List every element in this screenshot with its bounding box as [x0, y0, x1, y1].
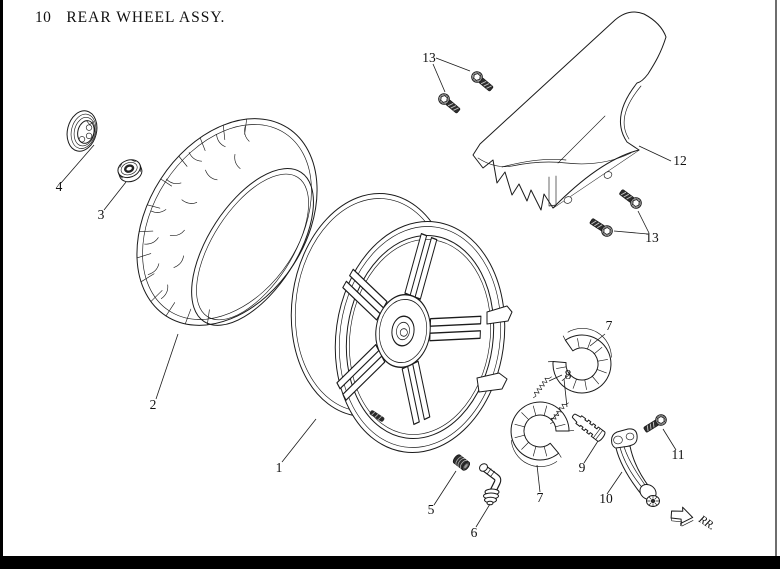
bolt-13-c	[617, 186, 644, 211]
hub-boss	[391, 315, 415, 347]
valve-stem	[479, 463, 502, 506]
callout-13-lower: 13	[645, 230, 659, 245]
bolt-13-d	[587, 215, 615, 239]
callout-7-upper: 7	[606, 318, 613, 333]
wheel-spokes	[336, 232, 482, 426]
hub-cap	[66, 110, 98, 152]
axle-cap	[452, 454, 470, 471]
callout-5: 5	[428, 502, 435, 517]
rear-fender	[472, 11, 667, 211]
page-edge-bottom-bar	[0, 556, 780, 569]
spoke-pad-upper	[486, 305, 513, 325]
brake-shoe-lower	[498, 391, 581, 477]
brake-cam	[571, 413, 606, 442]
bolt-13-a	[469, 69, 496, 94]
tire	[136, 118, 318, 326]
callout-2: 2	[150, 397, 157, 412]
callout-labels: 1 2 3 4 5 6 7 7 8 9 10 11 12 13 13	[56, 50, 687, 540]
bolt-13-b	[436, 91, 463, 116]
fender-lower-band	[552, 149, 640, 209]
leader-lines	[60, 57, 677, 528]
spoke-pad-lower	[476, 372, 508, 393]
page-edge-right-rule	[775, 0, 777, 556]
brake-arm-serrated-end	[646, 495, 660, 507]
flange-nut	[117, 159, 143, 183]
callout-4: 4	[56, 179, 63, 194]
callout-12: 12	[673, 153, 687, 168]
callout-9: 9	[579, 460, 586, 475]
page-title: 10 REAR WHEEL ASSY.	[35, 9, 225, 27]
callout-1: 1	[276, 460, 283, 475]
callout-7-lower: 7	[537, 490, 544, 505]
wheel-rim	[290, 193, 513, 453]
rr-direction-arrow	[670, 506, 694, 527]
callout-13-upper: 13	[422, 50, 436, 65]
brake-arm	[611, 428, 660, 507]
rim-valve	[369, 410, 385, 422]
callout-11: 11	[672, 447, 685, 462]
section-number: 10	[35, 9, 52, 26]
section-title: REAR WHEEL ASSY.	[66, 9, 226, 26]
spring-a	[530, 373, 552, 400]
rr-label: RR.	[696, 513, 718, 533]
tire-tread-ticks	[136, 118, 248, 326]
callout-3: 3	[98, 207, 105, 222]
callout-8: 8	[565, 367, 572, 382]
page-edge-left-bar	[0, 0, 3, 569]
callout-10: 10	[599, 491, 613, 506]
callout-6: 6	[471, 525, 478, 540]
